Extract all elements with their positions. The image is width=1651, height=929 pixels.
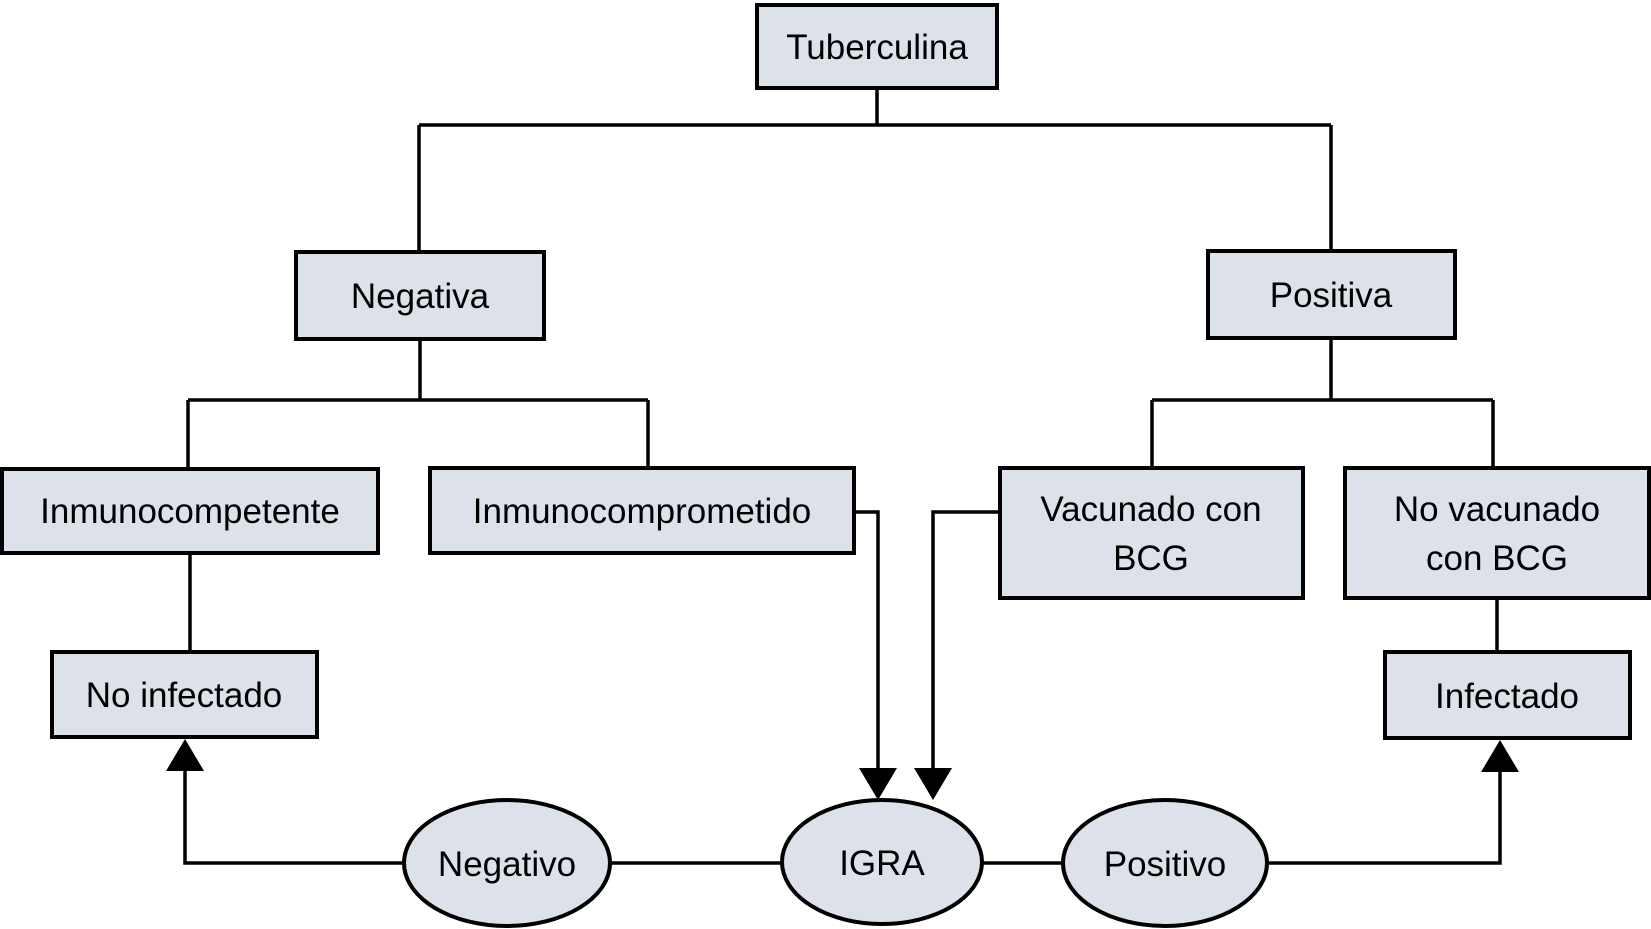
node-box	[428, 466, 856, 555]
node-label: IGRA	[839, 844, 925, 883]
node-box	[50, 650, 319, 739]
node-label: Negativa	[351, 277, 490, 316]
node-no-infectado: No infectado	[50, 650, 319, 739]
node-box	[0, 467, 380, 555]
edge-positivo-infectado	[1267, 772, 1502, 865]
node-box	[1383, 650, 1632, 740]
node-ellipse	[1061, 798, 1269, 928]
arrow-up-icon	[166, 739, 204, 771]
node-ellipse	[402, 798, 612, 928]
node-inmunocomprometido: Inmunocomprometido	[428, 466, 856, 555]
arrow-up-icon	[1481, 740, 1519, 772]
node-positivo: Positivo	[1061, 798, 1269, 928]
node-label: Inmunocompetente	[40, 492, 340, 531]
node-inmunocompetente: Inmunocompetente	[0, 467, 380, 555]
node-label: Negativo	[438, 845, 576, 884]
node-box	[1343, 466, 1651, 600]
node-infectado: Infectado	[1383, 650, 1632, 740]
node-vacunado-bcg: Vacunado con BCG	[998, 466, 1305, 600]
node-positiva: Positiva	[1206, 249, 1457, 340]
node-box	[998, 466, 1305, 600]
node-tuberculina: Tuberculina	[755, 3, 999, 90]
node-box	[294, 250, 546, 341]
node-label: Infectado	[1435, 677, 1579, 716]
node-box	[755, 3, 999, 90]
arrow-connectors	[166, 510, 1519, 865]
edge-vacunado-igra	[931, 510, 1000, 770]
node-label: Positiva	[1270, 276, 1393, 315]
edge-inmunocomprometido-igra	[854, 510, 880, 770]
node-label: Inmunocomprometido	[473, 492, 812, 531]
node-negativa: Negativa	[294, 250, 546, 341]
edge-negativo-no-infectado	[183, 771, 404, 865]
node-label-line2: con BCG	[1426, 539, 1568, 578]
node-label: Positivo	[1104, 845, 1227, 884]
node-igra: IGRA	[780, 798, 984, 926]
node-label-line2: BCG	[1113, 539, 1189, 578]
node-label: No infectado	[86, 676, 283, 715]
node-box	[1206, 249, 1457, 340]
tree-connectors	[186, 88, 1499, 865]
arrow-down-icon	[914, 768, 952, 800]
node-no-vacunado-bcg: No vacunado con BCG	[1343, 466, 1651, 600]
arrow-down-icon	[859, 768, 897, 800]
node-label-line1: No vacunado	[1394, 490, 1600, 529]
node-label: Tuberculina	[786, 28, 968, 67]
node-label-line1: Vacunado con	[1040, 490, 1261, 529]
node-ellipse	[780, 798, 984, 926]
node-negativo: Negativo	[402, 798, 612, 928]
